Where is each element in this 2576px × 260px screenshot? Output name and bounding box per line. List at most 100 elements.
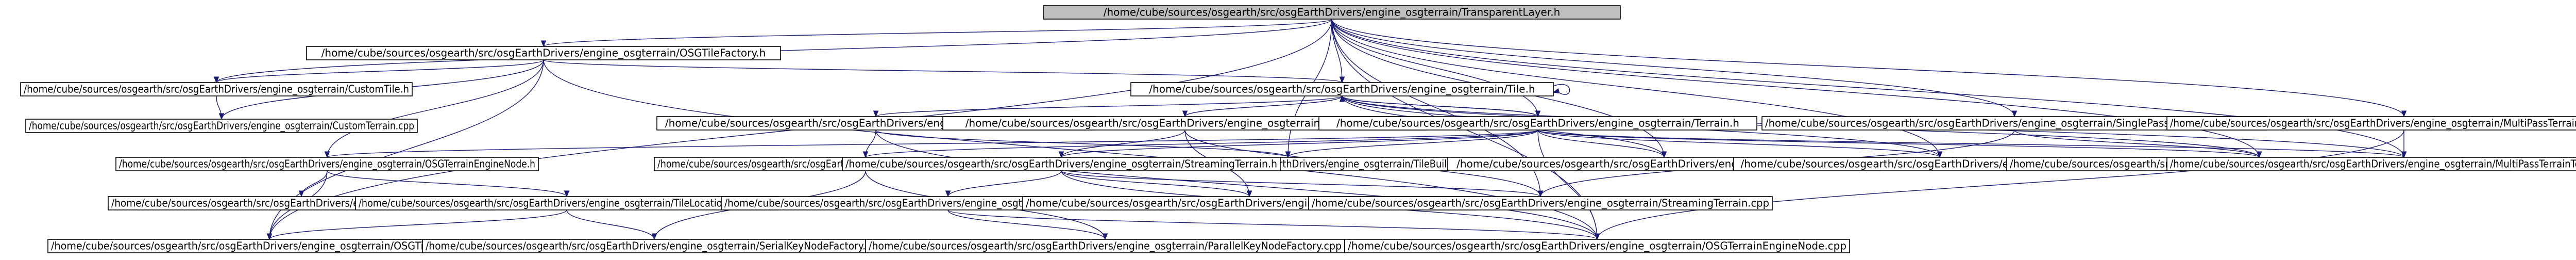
node-box	[306, 46, 781, 60]
dependency-edge	[1061, 170, 1252, 198]
edge-arrowhead	[540, 40, 547, 47]
dependency-edge	[873, 95, 1343, 118]
dependency-edge	[1061, 170, 1544, 198]
edge-arrowhead	[218, 113, 225, 120]
edge-arrowhead	[1537, 190, 1544, 198]
edge-line	[1061, 170, 1250, 197]
node-label: /home/cube/sources/osgearth/src/osgEarth…	[1336, 117, 1739, 129]
node-box	[1344, 239, 1850, 253]
edge-line	[543, 19, 1332, 47]
graph-node[interactable]: /home/cube/sources/osgearth/src/osgEarth…	[422, 239, 887, 253]
edge-arrowhead	[213, 76, 219, 84]
edge-line	[216, 59, 544, 83]
graph-node[interactable]: /home/cube/sources/osgearth/src/osgEarth…	[306, 46, 781, 60]
node-box	[115, 157, 539, 171]
graph-node[interactable]: /home/cube/sources/osgearth/src/osgEarth…	[1318, 116, 1757, 131]
dependency-edge	[1331, 19, 2407, 118]
dependency-edge	[216, 95, 225, 120]
edge-line	[1537, 129, 1598, 240]
node-box	[1318, 116, 1757, 131]
node-box	[1043, 5, 1621, 20]
dependency-edge	[1594, 129, 2404, 240]
node-box	[2166, 116, 2576, 131]
dependency-edge	[862, 129, 1538, 158]
graph-node[interactable]: /home/cube/sources/osgearth/src/osgEarth…	[842, 157, 1281, 171]
dependency-edge	[1331, 19, 1541, 118]
node-box	[422, 239, 887, 253]
edge-line	[1331, 19, 2404, 117]
node-label: /home/cube/sources/osgearth/src/osgEarth…	[51, 240, 488, 252]
edge-line	[1597, 129, 2404, 240]
graph-node[interactable]: /home/cube/sources/osgearth/src/osgEarth…	[1344, 239, 1850, 253]
node-label: /home/cube/sources/osgearth/src/osgEarth…	[426, 240, 883, 252]
graph-node[interactable]: /home/cube/sources/osgearth/src/osgEarth…	[115, 157, 539, 171]
node-box	[842, 157, 1281, 171]
dependency-edge	[945, 170, 1062, 198]
graph-node[interactable]: /home/cube/sources/osgearth/src/osgEarth…	[2166, 157, 2576, 171]
dependency-edge	[324, 129, 1538, 158]
dependency-edge	[1182, 95, 1343, 118]
edge-line	[2014, 129, 2260, 158]
node-box	[865, 239, 1345, 253]
node-label: /home/cube/sources/osgearth/src/osgEarth…	[845, 158, 1277, 170]
edge-line	[947, 170, 1062, 197]
graph-node[interactable]: /home/cube/sources/osgearth/src/osgEarth…	[2166, 116, 2576, 131]
edge-arrowhead	[1285, 151, 1291, 158]
node-label: /home/cube/sources/osgearth/src/osgEarth…	[869, 240, 1342, 252]
edge-arrowhead	[2011, 110, 2018, 118]
dependency-edge	[298, 170, 328, 198]
dependency-edge	[1339, 95, 1538, 117]
node-box	[20, 82, 413, 96]
dependency-edge	[2014, 129, 2262, 158]
edge-arrowhead	[266, 233, 273, 240]
nodes-layer: /home/cube/sources/osgearth/src/osgEarth…	[20, 5, 2576, 253]
edge-line	[269, 209, 567, 240]
edge-line	[875, 95, 1343, 117]
edge-arrowhead	[1246, 190, 1252, 198]
graph-node[interactable]: /home/cube/sources/osgearth/src/osgEarth…	[20, 82, 413, 96]
node-label: /home/cube/sources/osgearth/src/osgEarth…	[29, 120, 414, 132]
node-label: /home/cube/sources/osgearth/src/osgEarth…	[1104, 6, 1561, 19]
graph-node[interactable]: /home/cube/sources/osgearth/src/osgEarth…	[1043, 5, 1621, 20]
edge-arrowhead	[1535, 110, 1541, 118]
node-label: /home/cube/sources/osgearth/src/osgEarth…	[1312, 197, 1769, 209]
edge-line	[566, 209, 655, 240]
dependency-edge	[1537, 129, 1667, 158]
edge-arrowhead	[1102, 233, 1108, 240]
dependency-edge	[543, 59, 1345, 84]
dependency-edge	[875, 129, 1600, 240]
graph-node[interactable]: /home/cube/sources/osgearth/src/osgEarth…	[1130, 82, 1554, 96]
edge-arrowhead	[1661, 151, 1667, 158]
edge-arrowhead	[945, 190, 951, 198]
edge-line	[301, 170, 328, 197]
edge-line	[947, 209, 1598, 240]
node-box	[1130, 82, 1554, 96]
dependency-edge	[327, 170, 570, 198]
edge-line	[1061, 170, 1541, 197]
edge-line	[327, 129, 1538, 158]
edge-arrowhead	[1339, 76, 1345, 84]
graph-node[interactable]: /home/cube/sources/osgearth/src/osgEarth…	[25, 119, 418, 133]
edge-arrowhead	[2401, 151, 2407, 158]
node-label: /home/cube/sources/osgearth/src/osgEarth…	[2170, 117, 2576, 129]
dependency-edge	[1285, 129, 1538, 158]
edge-arrowhead	[1552, 88, 1560, 94]
edge-line	[1331, 19, 1538, 117]
edge-line	[1537, 129, 1665, 158]
dependency-edge	[1058, 129, 1538, 158]
graph-node[interactable]: /home/cube/sources/osgearth/src/osgEarth…	[355, 196, 778, 210]
graph-node[interactable]: /home/cube/sources/osgearth/src/osgEarth…	[47, 239, 492, 253]
edge-line	[865, 129, 1538, 158]
node-label: /home/cube/sources/osgearth/src/osgEarth…	[321, 47, 766, 59]
edge-arrowhead	[564, 190, 570, 198]
dependency-edge	[947, 209, 1600, 240]
dependency-edge	[540, 19, 1332, 47]
graph-node[interactable]: /home/cube/sources/osgearth/src/osgEarth…	[865, 239, 1345, 253]
edge-line	[1184, 95, 1343, 117]
dependency-edge	[1331, 19, 2018, 118]
edge-line	[1342, 95, 1538, 117]
edge-line	[543, 59, 1343, 83]
graph-node[interactable]: /home/cube/sources/osgearth/src/osgEarth…	[1308, 196, 1773, 210]
edge-arrowhead	[651, 233, 657, 240]
edge-line	[327, 170, 567, 197]
